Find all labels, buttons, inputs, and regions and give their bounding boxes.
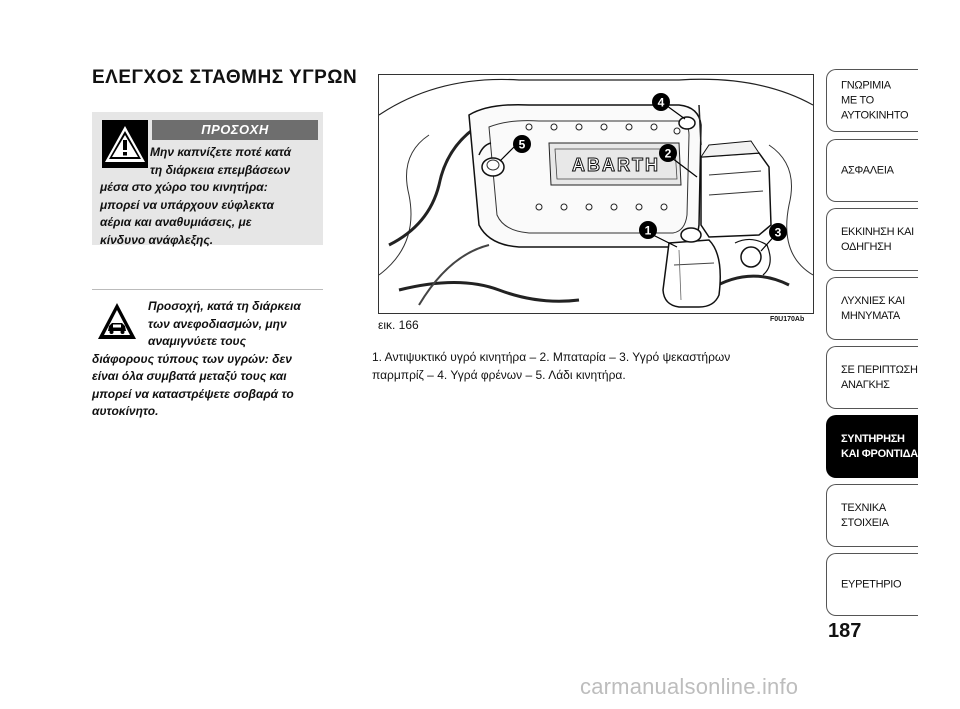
warning-line: αέρια και αναθυμιάσεις, με xyxy=(100,215,252,229)
caution-line: των ανεφοδιασμών, μην xyxy=(148,316,287,331)
warning-line: μπορεί να υπάρχουν εύφλεκτα xyxy=(100,197,274,212)
figure-code: F0U170Ab xyxy=(770,316,805,323)
warning-line: μέσα στο χώρο του κινητήρα: xyxy=(100,180,268,194)
page-title: ΕΛΕΓΧΟΣ ΣΤΑΘΜΗΣ ΥΓΡΩΝ xyxy=(92,67,358,88)
tab-starting-driving[interactable]: ΕΚΚΙΝΗΣΗ ΚΑΙ ΟΔΗΓΗΣΗ xyxy=(826,208,918,271)
caution-line: αναμιγνύετε τους xyxy=(148,334,247,348)
callout-number: 1 xyxy=(645,224,652,238)
callout-marker-1: 1 xyxy=(639,221,657,239)
tab-emergency[interactable]: ΣΕ ΠΕΡΙΠΤΩΣΗ ΑΝΑΓΚΗΣ xyxy=(826,346,918,409)
caption-line: παρμπρίζ – 4. Υγρά φρένων – 5. Λάδι κινη… xyxy=(372,368,626,382)
tab-label: ΣΥΝΤΗΡΗΣΗ ΚΑΙ ΦΡΟΝΤΙΔΑ xyxy=(841,432,918,460)
tab-warning-lights[interactable]: ΛΥΧΝΙΕΣ ΚΑΙ ΜΗΝΥΜΑΤΑ xyxy=(826,277,918,340)
callout-marker-2: 2 xyxy=(659,144,677,162)
caution-divider xyxy=(92,289,323,290)
warning-header: ΠΡΟΣΟΧΗ xyxy=(152,120,318,140)
warning-text: Μην καπνίζετε ποτέ κατά τη διάρκεια επεμ… xyxy=(100,144,291,249)
tab-technical-data[interactable]: ΤΕΧΝΙΚΑ ΣΤΟΙΧΕΙΑ xyxy=(826,484,918,547)
tab-label: ΑΣΦΑΛΕΙΑ xyxy=(841,164,894,176)
figure-caption: 1. Αντιψυκτικό υγρό κινητήρα – 2. Μπαταρ… xyxy=(372,348,792,384)
tab-safety[interactable]: ΑΣΦΑΛΕΙΑ xyxy=(826,139,918,202)
callout-number: 3 xyxy=(775,226,782,240)
tab-label: ΤΕΧΝΙΚΑ ΣΤΟΙΧΕΙΑ xyxy=(841,501,889,529)
callout-number: 4 xyxy=(658,96,665,110)
tab-label: ΓΝΩΡΙΜΙΑ ΜΕ ΤΟ ΑΥΤΟΚΙΝΗΤΟ xyxy=(841,79,909,121)
warning-line: τη διάρκεια επεμβάσεων xyxy=(150,162,291,177)
watermark: carmanualsonline.info xyxy=(580,674,799,699)
tab-label: ΕΥΡΕΤΗΡΙΟ xyxy=(841,578,902,590)
warning-line: κίνδυνο ανάφλεξης. xyxy=(100,232,214,247)
tab-index[interactable]: ΕΥΡΕΤΗΡΙΟ xyxy=(826,553,918,616)
brand-lettering: ABARTH xyxy=(572,155,660,175)
tab-label: ΣΕ ΠΕΡΙΠΤΩΣΗ ΑΝΑΓΚΗΣ xyxy=(841,363,918,391)
tab-getting-to-know[interactable]: ΓΝΩΡΙΜΙΑ ΜΕ ΤΟ ΑΥΤΟΚΙΝΗΤΟ xyxy=(826,69,918,132)
tab-label: ΕΚΚΙΝΗΣΗ ΚΑΙ ΟΔΗΓΗΣΗ xyxy=(841,225,914,253)
callout-marker-5: 5 xyxy=(513,135,531,153)
caution-line: είναι όλα συμβατά μεταξύ τους και xyxy=(92,369,287,383)
car-triangle-icon xyxy=(96,300,138,342)
caution-line: διάφορους τύπους των υγρών: δεν xyxy=(92,351,292,366)
warning-line: Μην καπνίζετε ποτέ κατά xyxy=(150,145,292,159)
engine-bay-illustration: ABARTH 1 xyxy=(378,74,814,314)
caution-line: Προσοχή, κατά τη διάρκεια xyxy=(148,299,301,313)
tab-maintenance[interactable]: ΣΥΝΤΗΡΗΣΗ ΚΑΙ ΦΡΟΝΤΙΔΑ xyxy=(826,415,918,478)
page-number: 187 xyxy=(828,620,862,642)
warning-box: ΠΡΟΣΟΧΗ Μην καπνίζετε ποτέ κατά τη διάρκ… xyxy=(92,112,323,247)
callout-number: 2 xyxy=(665,147,672,161)
figure-label: εικ. 166 xyxy=(378,318,419,332)
callout-number: 5 xyxy=(519,138,526,152)
warning-triangle-icon xyxy=(102,120,148,168)
engine-drawing: ABARTH 1 xyxy=(378,75,814,313)
callout-marker-4: 4 xyxy=(652,93,670,111)
caption-line: 1. Αντιψυκτικό υγρό κινητήρα – 2. Μπαταρ… xyxy=(372,350,731,364)
callout-marker-3: 3 xyxy=(769,223,787,241)
caution-line: μπορεί να καταστρέψετε σοβαρά το xyxy=(92,386,294,401)
caution-line: αυτοκίνητο. xyxy=(92,404,159,418)
caution-text: Προσοχή, κατά τη διάρκεια των ανεφοδιασμ… xyxy=(92,298,301,421)
tab-label: ΛΥΧΝΙΕΣ ΚΑΙ ΜΗΝΥΜΑΤΑ xyxy=(841,294,905,322)
